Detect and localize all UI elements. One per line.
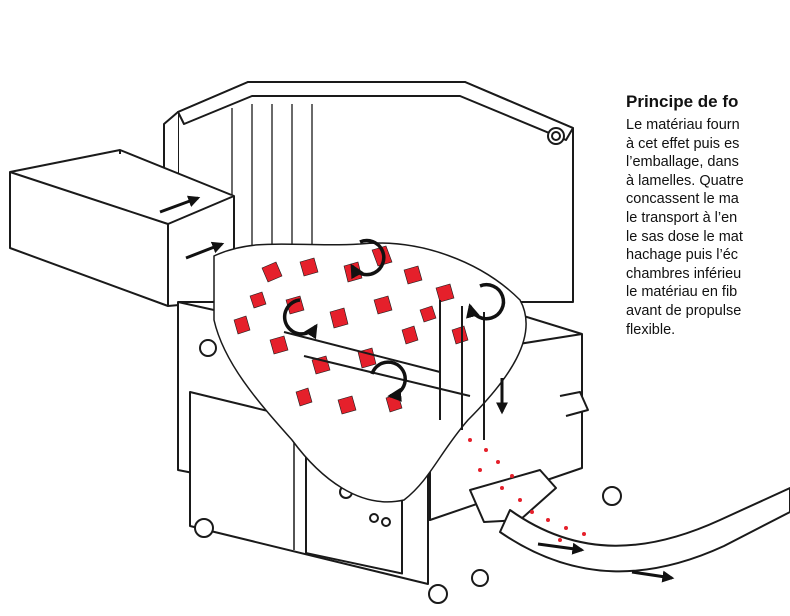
outlet-pipe bbox=[469, 469, 557, 523]
description-line: le transport à l’en bbox=[626, 209, 738, 226]
description-title: Principe de fo bbox=[626, 92, 739, 111]
description-line: Le matériau fourn bbox=[626, 117, 740, 133]
rotation-arrow-icon bbox=[282, 238, 506, 402]
fiber-particles bbox=[468, 438, 586, 542]
description-panel: Principe de fo Le matériau fourn à cet e… bbox=[626, 92, 790, 339]
side-knob-icon bbox=[199, 339, 217, 357]
hopper-lamellas bbox=[231, 104, 313, 262]
caster-wheel-icon bbox=[194, 486, 622, 604]
description-line: chambres inférieu bbox=[626, 265, 742, 282]
direction-arrow-icon bbox=[159, 195, 675, 583]
flexible-hose bbox=[499, 487, 790, 573]
description-line: concassent le ma bbox=[626, 191, 739, 208]
description-line: flexible. bbox=[626, 321, 676, 338]
description-line: hachage puis l’éc bbox=[626, 247, 739, 264]
side-handle bbox=[559, 391, 589, 417]
description-line: le sas dose le mat bbox=[626, 228, 743, 245]
description-line: à lamelles. Quatre bbox=[626, 172, 744, 189]
shredded-material bbox=[233, 245, 469, 415]
description-line: avant de propulse bbox=[626, 302, 742, 319]
hopper-top-rim bbox=[177, 81, 574, 141]
description-line: le matériau en fib bbox=[626, 284, 738, 301]
description-line: l’emballage, dans bbox=[626, 154, 739, 171]
description-line: à cet effet puis es bbox=[626, 135, 740, 152]
